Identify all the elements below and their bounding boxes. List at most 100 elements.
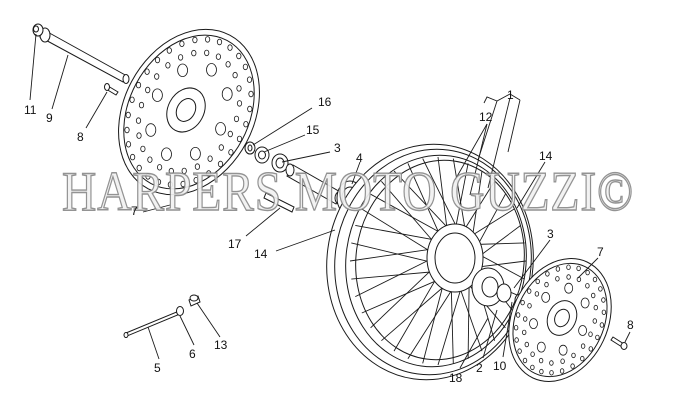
disc-hole: [125, 141, 132, 148]
disc-hole: [522, 357, 528, 364]
disc-hole: [205, 36, 211, 43]
wheel-spoke: [471, 170, 483, 241]
wheel-spoke: [407, 284, 456, 359]
callout-labels: 11 9 8 16 15 3 4 7 17 14 1 12 14 3 7 8 2…: [24, 88, 634, 385]
callout-5: 5: [154, 361, 161, 375]
disc-hole: [246, 76, 253, 83]
disc-hole: [601, 297, 606, 303]
callout-16: 16: [318, 95, 332, 109]
disc-hole: [578, 325, 587, 336]
disc-hole: [555, 276, 560, 282]
disc-hole: [527, 303, 532, 309]
disc-hole: [221, 87, 233, 101]
disc-hole: [232, 71, 238, 79]
disc-hole: [157, 164, 163, 171]
brake-disc-left: [118, 28, 260, 196]
spindle-rod: [123, 306, 184, 338]
disc-hole: [599, 322, 605, 328]
disc-hole: [135, 117, 142, 124]
disc-hole: [138, 101, 145, 109]
disc-hole: [242, 63, 248, 71]
disc-hole: [207, 155, 213, 162]
wheel-spoke: [437, 156, 448, 233]
disc-hole: [225, 61, 231, 68]
disc-hole: [544, 281, 549, 288]
wheel-spoke: [351, 271, 437, 280]
disc-hole: [529, 318, 538, 330]
disc-hole: [549, 360, 554, 366]
wheel-spoke: [381, 283, 448, 342]
disc-hole: [228, 149, 234, 156]
callout-11: 11: [24, 103, 37, 117]
wheel-spoke: [407, 163, 442, 238]
wheel-spoke: [355, 224, 439, 242]
disc-hole: [189, 146, 201, 161]
disc-hole: [204, 49, 210, 57]
disc-hole: [515, 312, 521, 318]
callout-17: 17: [228, 237, 242, 251]
wheel-spoke: [422, 158, 460, 232]
disc-hole: [559, 368, 565, 374]
callout-14-left: 14: [254, 247, 268, 261]
disc-hole: [227, 130, 233, 138]
disc-hole: [520, 299, 525, 306]
disc-hole: [154, 73, 160, 80]
disc-hole: [601, 309, 607, 315]
disc-hole: [588, 331, 593, 337]
disc-hole: [549, 370, 554, 376]
disc-hole: [144, 68, 150, 75]
disc-hole: [243, 120, 249, 128]
disc-hole: [125, 111, 131, 119]
disc-hole: [177, 63, 189, 78]
disc-hole: [576, 265, 581, 272]
callout-8-left: 8: [77, 130, 84, 144]
disc-hole: [179, 40, 185, 47]
disc-hole: [517, 348, 522, 354]
disc-hole: [206, 170, 212, 177]
wheel-spoke: [370, 266, 435, 329]
callout-3-top: 3: [334, 141, 341, 155]
disc-hole: [194, 163, 200, 170]
disc-hole: [129, 96, 135, 103]
disc-hole: [585, 269, 590, 276]
disc-hole: [165, 62, 171, 69]
disc-hole: [215, 53, 221, 60]
disc-hole: [236, 135, 243, 143]
disc-hole: [154, 56, 161, 64]
callout-15: 15: [306, 123, 320, 137]
disc-hole: [236, 100, 243, 107]
disc-hole: [595, 334, 600, 341]
callout-1: 1: [507, 88, 514, 102]
disc-hole: [560, 358, 565, 364]
spindle-cap: [188, 294, 201, 307]
wheel-spoke: [475, 193, 506, 250]
callout-18: 18: [449, 371, 463, 385]
disc-hole: [571, 352, 576, 359]
callout-12: 12: [479, 110, 493, 124]
disc-hole: [535, 278, 540, 285]
disc-hole: [527, 288, 532, 294]
disc-hole: [193, 176, 199, 184]
wheel-spoke: [361, 208, 434, 254]
disc-hole: [598, 286, 603, 292]
wheel-spoke: [393, 275, 439, 352]
disc-hole: [570, 363, 575, 369]
disc-hole: [566, 274, 571, 280]
callout-7-left: 7: [131, 204, 138, 218]
disc-hole: [566, 264, 571, 270]
disc-hole: [534, 291, 540, 297]
wheel-spoke: [454, 163, 469, 232]
wheel-spoke: [475, 260, 527, 268]
disc-hole: [580, 355, 585, 362]
disc-hole: [591, 292, 596, 299]
disc-hole: [247, 105, 253, 113]
disc-hole: [136, 132, 142, 139]
disc-hole: [145, 173, 151, 180]
disc-hole: [155, 178, 162, 186]
wheel-spoke: [361, 278, 442, 314]
disc-hole: [545, 271, 550, 277]
wheel-spoke: [476, 225, 521, 259]
disc-hole: [145, 86, 151, 94]
wheel-spoke: [458, 284, 483, 352]
